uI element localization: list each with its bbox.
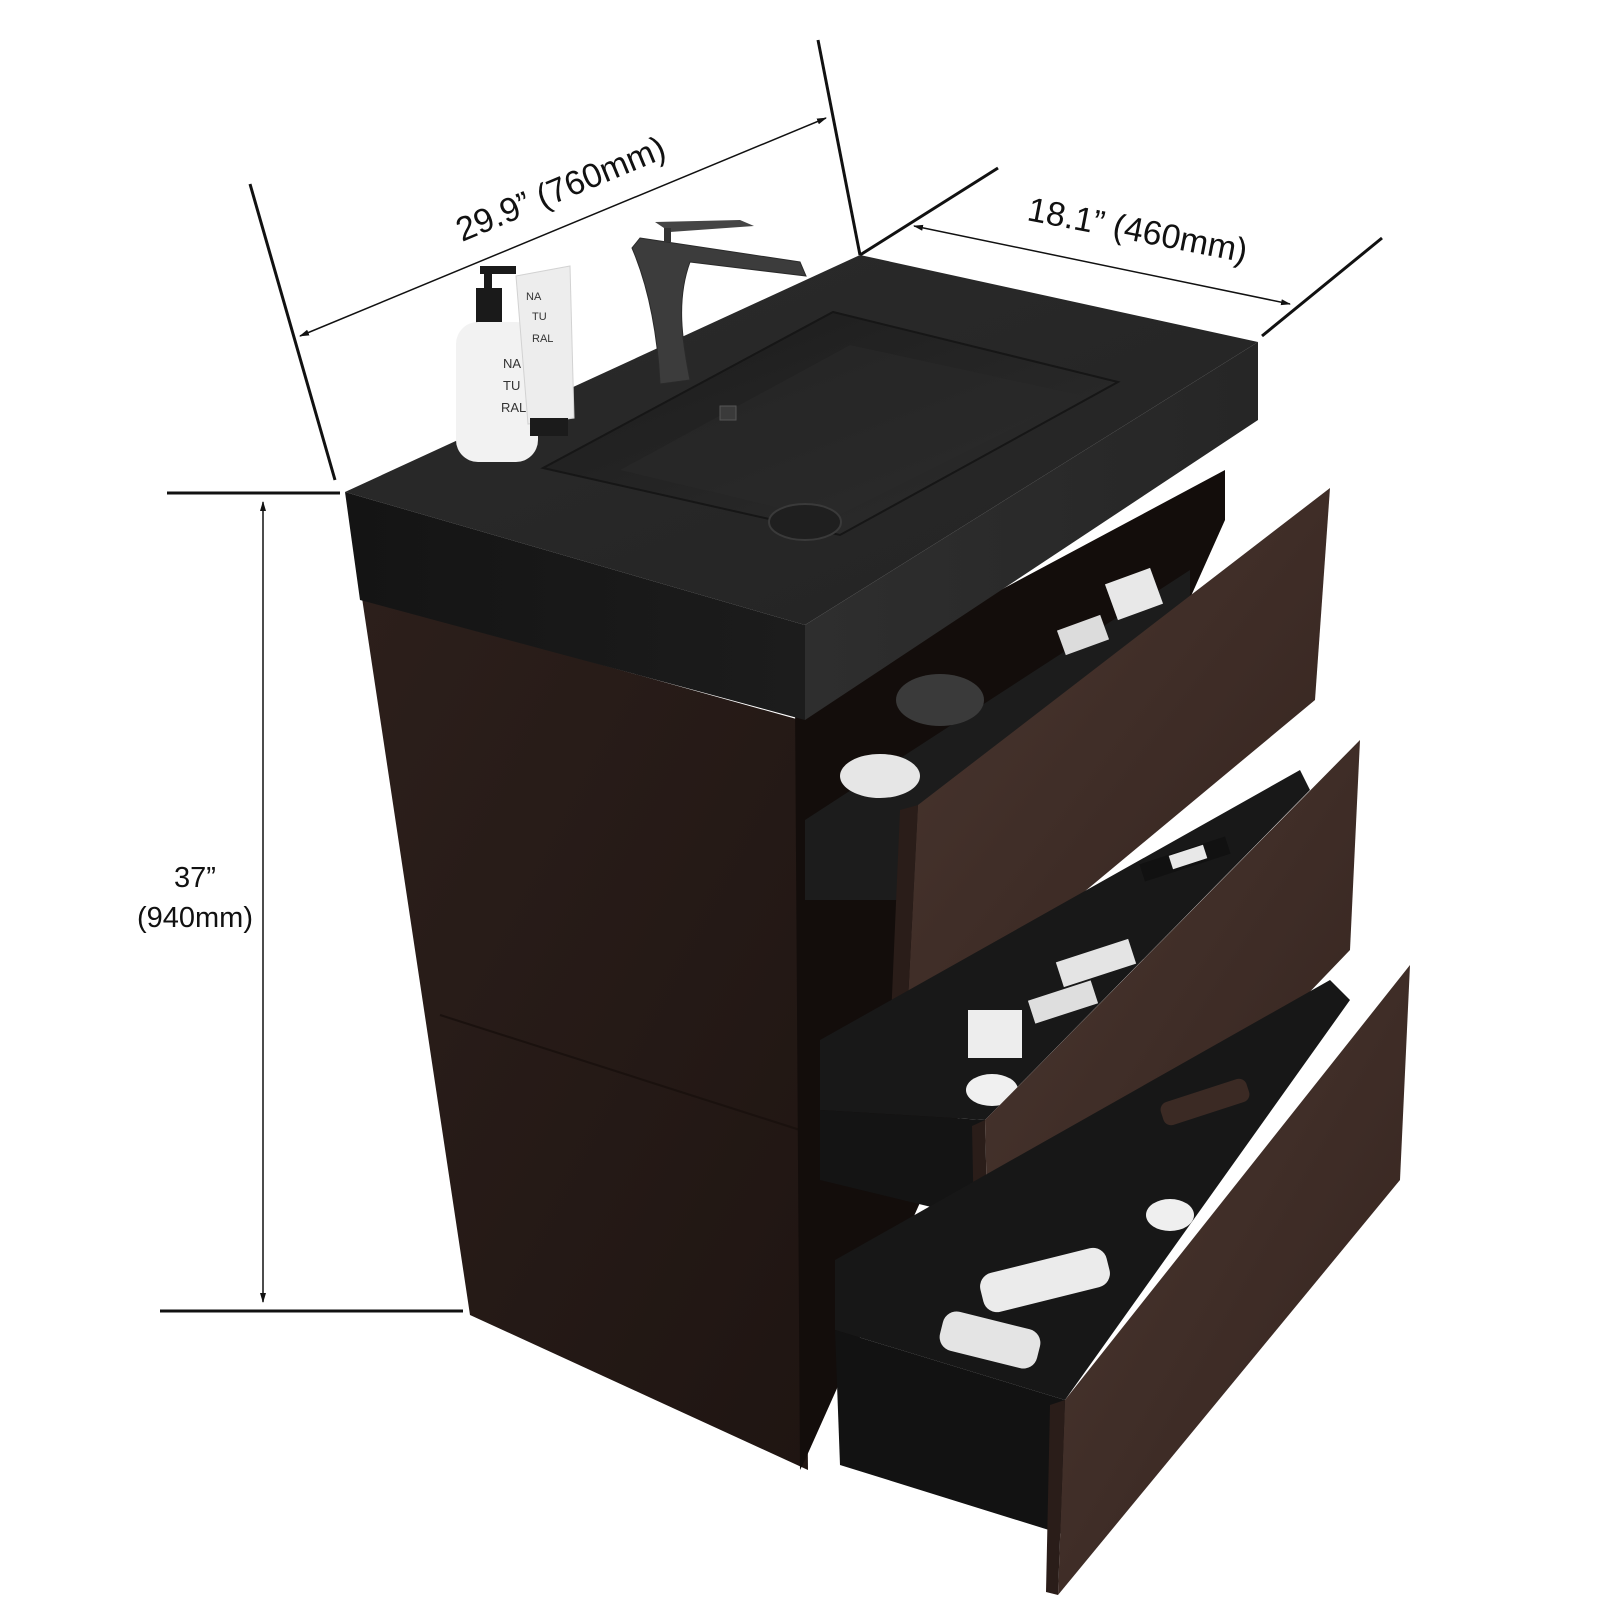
height-label: 37” (940mm) [110, 858, 280, 938]
drawer-top-item-box-2 [1056, 614, 1110, 656]
drawer-middle-item-box-1 [1055, 938, 1137, 988]
height-label-inches: 37” [174, 862, 216, 894]
overflow-icon [719, 405, 737, 421]
drawer-bottom-item-bottle-2 [939, 1311, 1041, 1369]
countertop-right-face [805, 342, 1258, 720]
drawer-middle-item-box-2 [1027, 980, 1099, 1024]
tube-label-3: RAL [532, 333, 553, 345]
pump-bottle-nozzle [480, 266, 516, 274]
drawer-bottom-side [835, 1330, 1065, 1535]
drawer-top-item-box-1 [1104, 567, 1164, 621]
faucet-stem [664, 228, 671, 242]
width-extension-left [248, 183, 337, 481]
drawer-middle-item-label-1 [1168, 844, 1208, 870]
height-label-mm: (940mm) [136, 902, 253, 934]
countertop-front-face [345, 492, 805, 720]
pump-bottle-label-3: RAL [501, 400, 526, 415]
depth-extension-right [1261, 236, 1383, 338]
faucet [631, 220, 807, 385]
tube-cap [530, 418, 568, 436]
faucet-handle [655, 220, 754, 232]
sink-basin [540, 310, 1121, 541]
drawer-top[interactable] [805, 488, 1330, 1042]
drawer-bottom-front[interactable] [1058, 965, 1410, 1595]
side-panel-grain-seam [439, 1014, 801, 1131]
basin-floor [620, 345, 1080, 520]
drawer-top-front[interactable] [906, 488, 1330, 1040]
width-label: 29.9” (760mm) [451, 129, 672, 249]
drawer-middle-item-jar [966, 1074, 1018, 1106]
pump-bottle-label-2: TU [503, 378, 520, 393]
pump-bottle-cap [476, 288, 502, 328]
depth-arrow-line [913, 224, 1291, 306]
width-extension-right [816, 39, 862, 256]
depth-label: 18.1” (460mm) [1024, 191, 1250, 271]
pump-bottle-body [456, 322, 538, 462]
drawer-middle-item-box-3 [968, 1010, 1022, 1058]
depth-extension-left [859, 166, 999, 257]
tube-body [515, 265, 575, 425]
pump-bottle-label-1: NA [503, 356, 521, 371]
drawer-bottom[interactable] [835, 965, 1410, 1595]
faucet-body [631, 237, 807, 385]
cabinet: NA TU RAL NA TU RAL [345, 220, 1410, 1595]
pump-bottle-stem [484, 270, 492, 290]
width-arrow-line [299, 117, 827, 337]
drawer-top-item-jar [896, 674, 984, 726]
tube-label-2: TU [532, 311, 547, 323]
drawer-bottom-edge [1046, 1400, 1065, 1595]
drawer-bottom-item-bottle-1 [980, 1247, 1110, 1313]
cabinet-left-side-panel [362, 598, 808, 1470]
pump-bottle: NA TU RAL [456, 266, 538, 462]
drawer-top-edge [890, 805, 918, 1042]
dimension-height [160, 491, 463, 1313]
drawer-bottom-item-jar [1146, 1199, 1194, 1231]
drain-icon [768, 503, 842, 541]
tube: NA TU RAL [515, 265, 575, 436]
drawer-middle-side [820, 1110, 985, 1220]
tube-label-1: NA [526, 291, 542, 303]
drawer-bottom-item-tube [1160, 1078, 1250, 1126]
drawer-top-item-bottle [840, 754, 920, 798]
